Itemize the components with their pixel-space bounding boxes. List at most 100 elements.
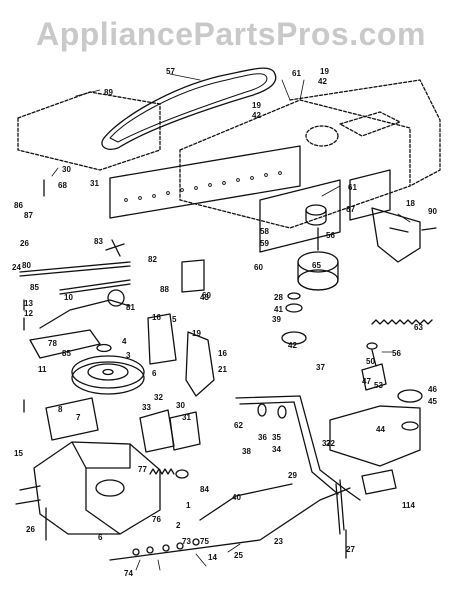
callout: 45 [428, 397, 437, 406]
callout: 37 [316, 363, 325, 372]
callout: 47 [362, 377, 371, 386]
callout: 27 [346, 545, 355, 554]
callout: 40 [232, 493, 241, 502]
callout: 16 [218, 349, 227, 358]
callout: 31 [90, 179, 99, 188]
callout: 85 [62, 349, 71, 358]
linkage-rod [19, 261, 131, 277]
callout: 67 [346, 205, 355, 214]
callout: 57 [166, 67, 175, 76]
callout: 46 [428, 385, 437, 394]
callout: 22 [326, 439, 335, 448]
callout: 81 [126, 303, 135, 312]
callout: 4 [122, 337, 127, 346]
callout: 56 [326, 231, 335, 240]
callout: 59 [260, 239, 269, 248]
callout: 19 [192, 329, 201, 338]
callout: 42 [288, 341, 297, 350]
callout: 32 [154, 393, 163, 402]
callout: 73 [182, 537, 191, 546]
callout: 1 [186, 501, 191, 510]
callout: 7 [76, 413, 81, 422]
mower-bracket [371, 207, 421, 263]
callout: 12 [24, 309, 33, 318]
callout: 77 [138, 465, 147, 474]
callout: 114 [402, 501, 415, 510]
callout: 18 [406, 199, 415, 208]
callout: 68 [58, 181, 67, 190]
shift-rod [109, 487, 351, 561]
side-panel [109, 145, 301, 219]
callout: 42 [252, 111, 261, 120]
callout: 6 [152, 369, 157, 378]
callout: 42 [318, 77, 327, 86]
callout: 35 [272, 433, 281, 442]
callout: 86 [14, 201, 23, 210]
callout: 41 [274, 305, 283, 314]
callout: 24 [12, 263, 21, 272]
callout: 33 [142, 403, 151, 412]
callout: 21 [218, 365, 227, 374]
callout: 61 [292, 69, 301, 78]
callout: 36 [258, 433, 267, 442]
callout: 56 [392, 349, 401, 358]
callout: 6 [98, 533, 103, 542]
callout: 29 [288, 471, 297, 480]
callout: 38 [242, 447, 251, 456]
callout: 82 [148, 255, 157, 264]
callout: 26 [26, 525, 35, 534]
transmission-pulley [71, 355, 145, 389]
mounting-plate [181, 259, 205, 293]
callout: 83 [94, 237, 103, 246]
callout: 37 [322, 439, 331, 448]
callout: 14 [208, 553, 217, 562]
callout: 62 [234, 421, 243, 430]
callout: 30 [176, 401, 185, 410]
callout: 63 [414, 323, 423, 332]
callout: 16 [152, 313, 161, 322]
watermark: AppliancePartsPros.com [36, 16, 426, 52]
callout: 39 [272, 315, 281, 324]
callout: 28 [274, 293, 283, 302]
spring [371, 319, 433, 325]
callout: 19 [320, 67, 329, 76]
callout: 78 [48, 339, 57, 348]
callout: 58 [260, 227, 269, 236]
callout: 53 [374, 381, 383, 390]
callout: 65 [312, 261, 321, 270]
callout: 13 [24, 299, 33, 308]
callout: 74 [124, 569, 133, 578]
callout-labels: 89 57 61 19 42 19 42 30 31 86 87 83 82 6… [12, 67, 437, 578]
callout: 88 [160, 285, 169, 294]
callout: 50 [366, 357, 375, 366]
callout: 80 [22, 261, 31, 270]
callout: 15 [14, 449, 23, 458]
callout: 3 [126, 351, 131, 360]
callout: 76 [152, 515, 161, 524]
drive-belt [101, 67, 277, 150]
callout: 25 [234, 551, 243, 560]
callout: 34 [272, 445, 281, 454]
callout: 10 [64, 293, 73, 302]
callout: 8 [58, 405, 63, 414]
transaxle [33, 441, 161, 535]
callout: 5 [172, 315, 177, 324]
callout: 43 [200, 293, 209, 302]
brake-shaft [235, 395, 361, 501]
callout: 85 [30, 283, 39, 292]
callout: 19 [252, 101, 261, 110]
callout: 31 [182, 413, 191, 422]
callout: 90 [428, 207, 437, 216]
callout: 44 [376, 425, 385, 434]
callout: 23 [274, 537, 283, 546]
callout: 30 [62, 165, 71, 174]
callout: 60 [254, 263, 263, 272]
callout: 60 [202, 291, 211, 300]
callout: 61 [348, 183, 357, 192]
callout: 11 [38, 365, 47, 374]
callout: 89 [104, 88, 113, 97]
callout: 26 [20, 239, 29, 248]
callout: 87 [24, 211, 33, 220]
